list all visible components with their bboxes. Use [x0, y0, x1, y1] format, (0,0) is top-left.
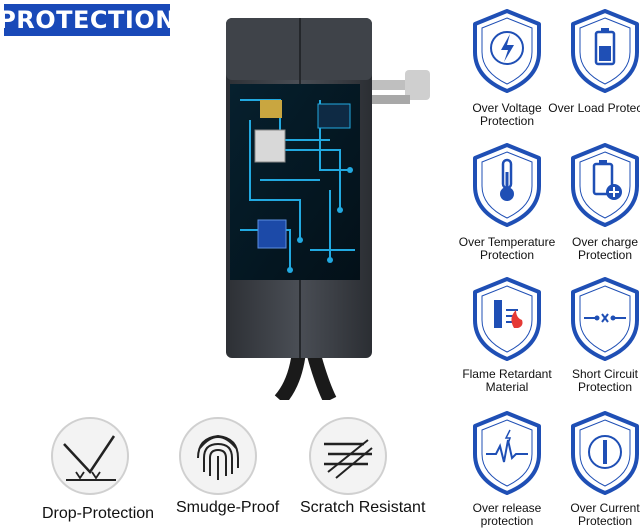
shield-battery-icon [568, 8, 640, 94]
lightning-icon [490, 31, 524, 65]
shield-flame-wall-icon [470, 276, 544, 362]
current-bar-icon [588, 435, 622, 469]
shield-thermometer-icon [470, 142, 544, 228]
drop-protection-label: Drop-Protection [42, 505, 155, 522]
pulse-icon [486, 429, 528, 463]
charger-image [180, 0, 460, 405]
battery-plus-icon [592, 160, 622, 200]
scratch-icon [306, 414, 390, 498]
shield-pulse-icon [470, 410, 544, 496]
protection-banner: PROTECTION [0, 4, 175, 36]
fingerprint-icon [176, 414, 260, 498]
feature-label: Over Temperature Protection [458, 235, 556, 262]
scratch-resistant-label: Scratch Resistant [300, 499, 426, 516]
feature-label: Over release protection [472, 501, 542, 528]
smudge-proof-label: Smudge-Proof [176, 499, 280, 516]
feature-label: Over charge Protection [571, 235, 639, 262]
shield-lightning-icon [470, 8, 544, 94]
thermometer-icon [500, 158, 514, 201]
drop-icon [48, 414, 132, 498]
battery-icon [594, 28, 616, 66]
flame-wall-icon [494, 300, 523, 328]
feature-label: Flame Retardant Material [462, 367, 552, 394]
feature-label: Short Circuit Protection [571, 367, 639, 394]
shield-battery-plus-icon [568, 142, 640, 228]
short-circuit-icon [584, 313, 626, 323]
shield-short-circuit-icon [568, 276, 640, 362]
feature-label: Over Current Protection [570, 501, 640, 528]
banner-title: PROTECTION [0, 6, 176, 34]
shield-current-bar-icon [568, 410, 640, 496]
feature-label: Over Voltage Protection [472, 101, 542, 128]
feature-label: Over Load Protection [548, 101, 640, 115]
